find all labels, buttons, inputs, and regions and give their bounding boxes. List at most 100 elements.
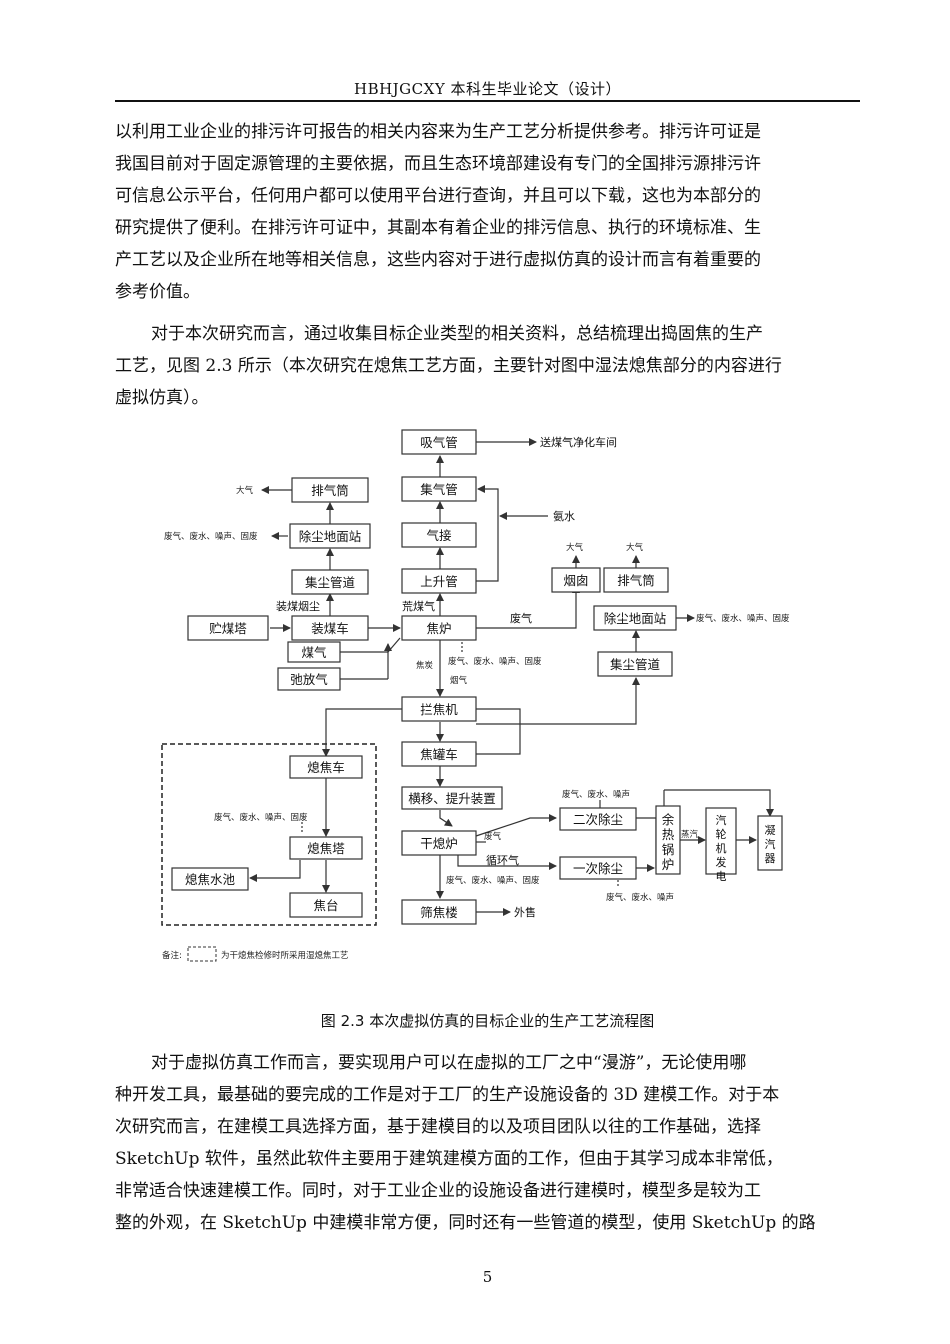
svg-text:焦炭: 焦炭 [416,660,434,671]
text-line: 次研究而言，在建模工具选择方面，基于建模目的以及项目团队以往的工作基础，选择 [115,1117,761,1137]
svg-text:烟囱: 烟囱 [563,573,588,588]
diagram-box-ganxilu: 干熄炉 [401,830,477,856]
svg-text:蒸汽: 蒸汽 [681,829,699,840]
svg-text:排气筒: 排气筒 [311,483,349,498]
text-line: 以利用工业企业的排污许可报告的相关内容来为生产工艺分析提供参考。排污许可证是 [115,122,761,142]
figure-caption: 图 2.3 本次虚拟仿真的目标企业的生产工艺流程图 [320,1012,655,1030]
svg-text:除尘地面站: 除尘地面站 [299,529,362,544]
svg-text:废气、废水、噪声、固废: 废气、废水、噪声、固废 [696,613,790,624]
svg-text:排气筒: 排气筒 [617,573,655,588]
svg-text:废气、废水、噪声: 废气、废水、噪声 [562,789,630,800]
text-line: 我国目前对于固定源管理的主要依据，而且生态环境部建设有专门的全国排污源排污许 [115,154,761,174]
svg-text:集尘管道: 集尘管道 [610,657,661,672]
diagram-box-jiaotai: 焦台 [289,892,363,918]
diagram-labels: 送煤气净化车间 氨水 大气 废气、废水、噪声、固废 装煤烟尘 荒煤气 废气 大气… [162,435,790,962]
svg-text:煤气: 煤气 [301,645,327,660]
diagram-box-jiqiguan: 集气管 [401,476,477,502]
svg-text:为干熄焦检修时所采用湿熄焦工艺: 为干熄焦检修时所采用湿熄焦工艺 [221,950,349,961]
svg-text:废气、废水、噪声、固废: 废气、废水、噪声、固废 [214,812,308,823]
svg-text:熄焦车: 熄焦车 [307,760,345,775]
svg-text:烟气: 烟气 [450,675,468,686]
diagram-box-hengyi: 横移、提升装置 [401,786,503,810]
diagram-box-erci: 二次除尘 [559,807,637,831]
diagram-box-paiqitong-right: 排气筒 [603,567,669,593]
svg-text:大气: 大气 [566,542,584,553]
svg-text:送煤气净化车间: 送煤气净化车间 [540,435,617,449]
text-line: 对于本次研究而言，通过收集目标企业类型的相关资料，总结梳理出捣固焦的生产 [151,324,763,344]
svg-text:气接: 气接 [426,528,452,543]
svg-text:集尘管道: 集尘管道 [305,575,356,590]
diagram-box-jichen-right: 集尘管道 [597,651,673,677]
diagram-box-chuchen-left: 除尘地面站 [289,523,371,549]
svg-text:一次除尘: 一次除尘 [573,861,623,876]
svg-text:荒煤气: 荒煤气 [402,599,435,613]
header-rule [115,100,860,102]
svg-text:废气: 废气 [510,611,532,625]
diagram-box-paiqitong-left: 排气筒 [291,477,369,503]
svg-text:贮煤塔: 贮煤塔 [209,621,247,636]
svg-text:废气、废水、噪声、固废: 废气、废水、噪声、固废 [448,656,542,667]
diagram-box-chifangqi: 弛放气 [277,667,341,691]
diagram-box-lanjiaoji: 拦焦机 [401,696,477,722]
svg-text:外售: 外售 [514,905,536,919]
text-line: 研究提供了便利。在排污许可证中，其副本有着企业的排污信息、执行的环境标准、生 [115,218,761,238]
diagram-box-xijiaoshuichi: 熄焦水池 [171,867,249,891]
diagram-box-jiaolu: 焦炉 [401,615,477,641]
diagram-box-qilunji: 汽轮机发电 [705,807,737,883]
diagram-box-xijiaoche: 熄焦车 [289,755,363,779]
svg-text:废气、废水、噪声、固废: 废气、废水、噪声、固废 [164,531,258,542]
svg-text:焦炉: 焦炉 [426,621,451,636]
svg-text:备注:: 备注: [162,950,182,961]
text-line: 虚拟仿真）。 [115,388,209,408]
text-line: 非常适合快速建模工作。同时，对于工业企业的设施设备进行建模时，模型多是较为工 [115,1181,761,1201]
svg-text:上升管: 上升管 [420,574,458,589]
svg-text:焦台: 焦台 [313,898,338,913]
diagram-box-chuchen-right: 除尘地面站 [593,605,677,631]
text-line: SketchUp 软件，虽然此软件主要用于建筑建模方面的工作，但由于其学习成本非… [115,1149,783,1169]
svg-text:大气: 大气 [626,542,644,553]
diagram-box-zhumeita: 贮煤塔 [187,615,269,641]
svg-text:熄焦水池: 熄焦水池 [185,872,236,887]
svg-text:废气、废水、噪声: 废气、废水、噪声 [606,892,674,903]
svg-text:横移、提升装置: 横移、提升装置 [408,791,496,806]
page-header: HBHJGCXY 本科生毕业论文（设计） [353,80,621,98]
diagram-box-shaijiaolou: 筛焦楼 [401,899,477,925]
svg-text:装煤车: 装煤车 [311,621,349,636]
diagram-box-meiqi: 煤气 [287,641,341,663]
text-line: 参考价值。 [115,282,200,302]
vertical-box-label: 凝汽器 [765,823,776,865]
svg-text:废气、废水、噪声、固废: 废气、废水、噪声、固废 [446,875,540,886]
process-flow-figure: 吸气管 集气管 气接 上升管 焦炉 排气筒 除尘地面站 集尘管道 装煤车 贮煤塔… [155,420,815,968]
text-line: 整的外观，在 SketchUp 中建模非常方便，同时还有一些管道的模型，使用 S… [115,1213,816,1233]
text-line: 产工艺以及企业所在地等相关信息，这些内容对于进行虚拟仿真的设计而言有着重要的 [115,250,761,270]
diagram-box-jichen-left: 集尘管道 [291,569,369,595]
svg-text:除尘地面站: 除尘地面站 [604,611,667,626]
diagram-box-yici: 一次除尘 [559,856,637,880]
svg-text:循环气: 循环气 [486,853,519,867]
vertical-box-label: 汽轮机发电 [716,813,727,883]
svg-text:二次除尘: 二次除尘 [573,812,623,827]
page-number: 5 [482,1268,493,1286]
diagram-box-ningqiqi: 凝汽器 [757,815,783,871]
svg-text:熄焦塔: 熄焦塔 [307,841,345,856]
svg-text:吸气管: 吸气管 [420,435,458,450]
svg-text:拦焦机: 拦焦机 [420,702,458,717]
svg-text:弛放气: 弛放气 [290,672,328,687]
diagram-box-xiqiguan: 吸气管 [401,429,477,455]
diagram-box-shangshengguan: 上升管 [401,568,477,594]
diagram-box-yure-guolu: 余热锅炉 [655,805,681,875]
wet-quench-region [161,743,377,926]
svg-text:集气管: 集气管 [420,482,458,497]
text-line: 可信息公示平台，任何用户都可以使用平台进行查询，并且可以下载，这也为本部分的 [115,186,761,206]
diagram-box-xijiaota: 熄焦塔 [289,836,363,860]
paragraph-2: 对于本次研究而言，通过收集目标企业类型的相关资料，总结梳理出捣固焦的生产 工艺，… [115,318,860,414]
text-line: 对于虚拟仿真工作而言，要实现用户可以在虚拟的工厂之中“漫游”，无论使用哪 [151,1053,747,1073]
svg-text:装煤烟尘: 装煤烟尘 [276,599,320,613]
svg-text:筛焦楼: 筛焦楼 [420,905,458,920]
text-line: 种开发工具，最基础的要完成的工作是对于工厂的生产设施设备的 3D 建模工作。对于… [115,1085,780,1105]
text-line: 工艺，见图 2.3 所示（本次研究在熄焦工艺方面，主要针对图中湿法熄焦部分的内容… [115,356,782,376]
vertical-box-label: 余热锅炉 [662,812,675,872]
svg-text:焦罐车: 焦罐车 [420,747,458,762]
diagram-box-qijie: 气接 [401,522,477,548]
diagram-box-yancong: 烟囱 [551,567,601,593]
